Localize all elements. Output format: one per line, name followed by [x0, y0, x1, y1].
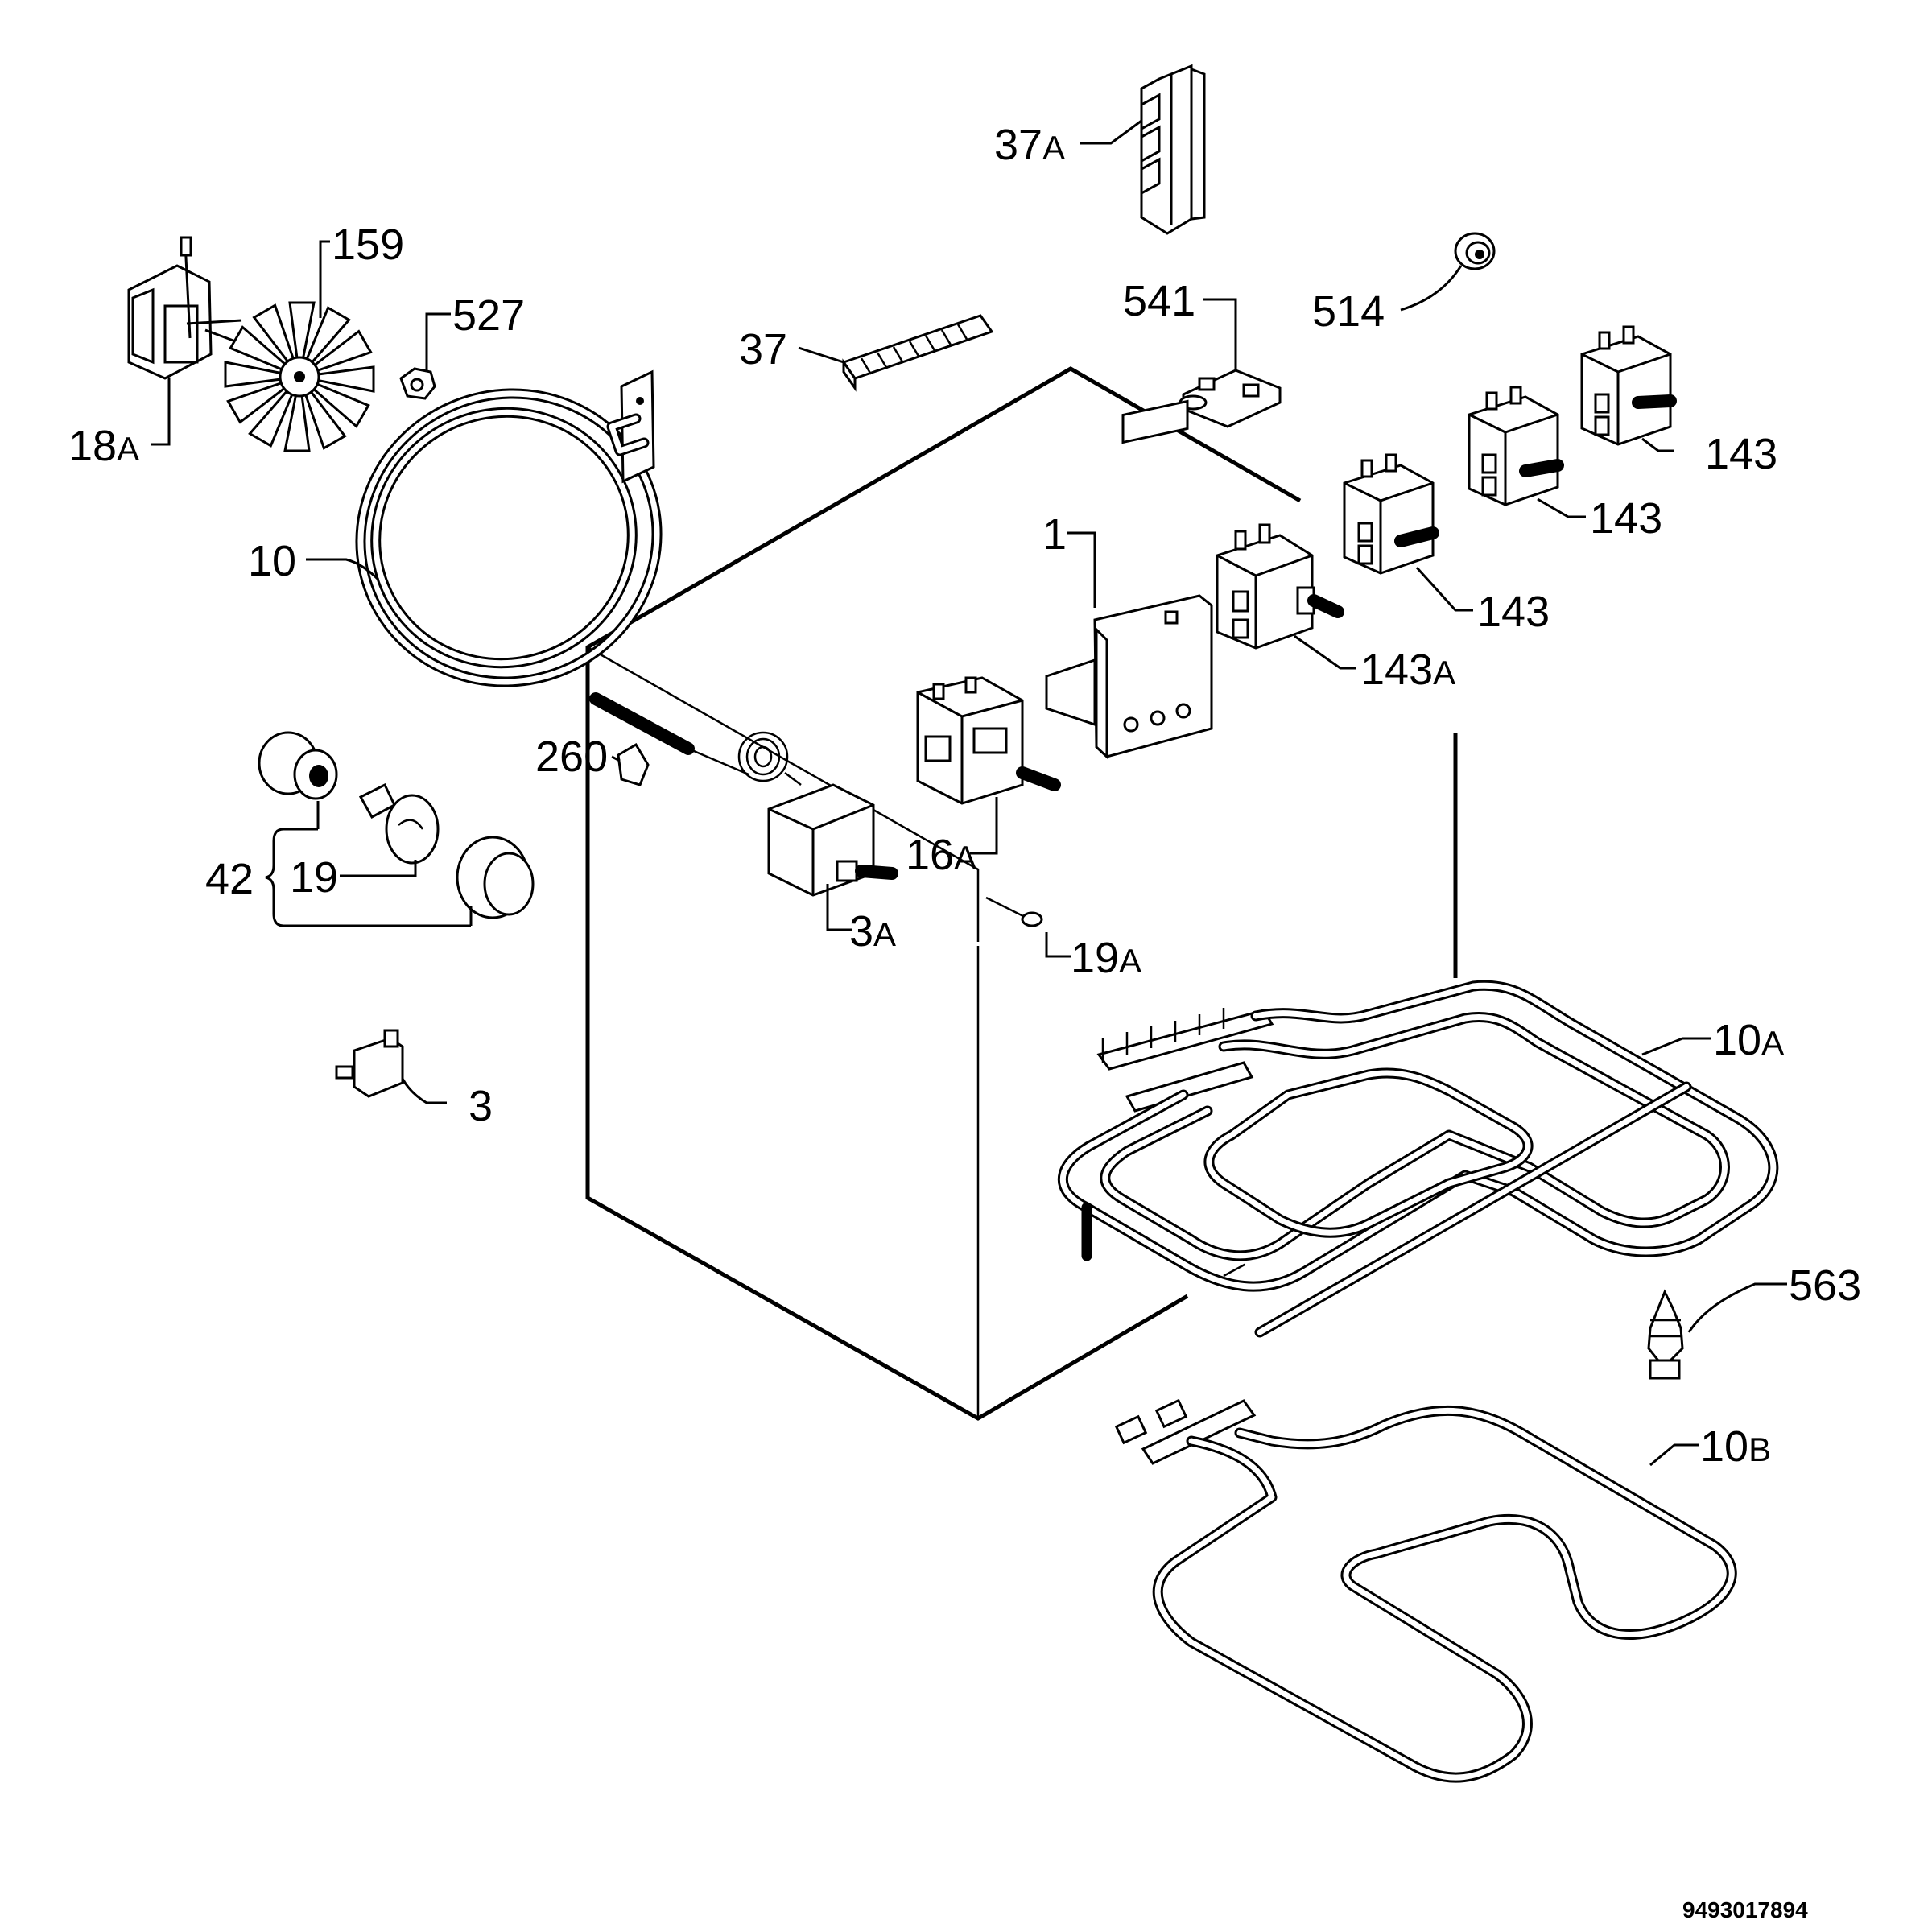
- terminal-strip-37: [841, 314, 994, 392]
- lamp-lens: [456, 836, 535, 919]
- callout-37a: 37A: [994, 121, 1065, 169]
- terminal-block-37a: [1140, 64, 1206, 235]
- callout-159: 159: [332, 221, 404, 269]
- thermal-cutout-3: [335, 1029, 404, 1098]
- callout-42: 42: [205, 855, 254, 903]
- callout-18a: 18A: [68, 422, 139, 470]
- nut-527: [399, 367, 436, 400]
- callout-10b: 10B: [1700, 1422, 1771, 1471]
- circular-heating-element-10: [355, 369, 663, 687]
- fan-blade-159: [224, 301, 375, 452]
- function-switch-16a: [916, 676, 1061, 805]
- selector-switch-143-low: [1343, 453, 1439, 575]
- timer-clock-1: [1045, 399, 1213, 760]
- thermal-fuse-541: [1179, 369, 1282, 428]
- sensor-19a: [985, 896, 1043, 927]
- callout-10: 10: [248, 537, 296, 585]
- callout-37: 37: [739, 325, 787, 374]
- callout-260: 260: [535, 733, 608, 781]
- selector-switch-143a: [1216, 523, 1344, 650]
- selector-switch-143-mid: [1468, 386, 1564, 506]
- lamp-holder: [258, 731, 338, 800]
- callout-143-low: 143: [1477, 588, 1550, 636]
- brace-42: [265, 828, 284, 927]
- callout-19: 19: [290, 853, 338, 902]
- leader-lines: [151, 119, 1787, 1467]
- grill-element-10a: [1057, 980, 1779, 1338]
- bulb-19: [358, 782, 440, 865]
- thermostat-3a: [589, 692, 898, 897]
- callout-143a: 143A: [1360, 646, 1455, 694]
- fixing-stud-563: [1647, 1289, 1684, 1380]
- callout-1: 1: [1042, 510, 1067, 559]
- bottom-element-10b: [1114, 1398, 1737, 1783]
- callout-3: 3: [469, 1082, 493, 1130]
- selector-switch-143-top: [1580, 325, 1677, 446]
- callout-3a: 3A: [849, 907, 896, 956]
- grommet-514: [1454, 232, 1496, 270]
- drawing-number: 9493017894: [1682, 1897, 1808, 1922]
- clip-260: [617, 742, 650, 786]
- callout-16a: 16A: [906, 831, 976, 879]
- fan-motor-18a: [127, 236, 242, 380]
- callout-563: 563: [1789, 1261, 1861, 1310]
- callout-541: 541: [1123, 277, 1195, 325]
- callout-514: 514: [1312, 287, 1385, 336]
- callout-143-mid: 143: [1590, 494, 1662, 543]
- callout-10a: 10A: [1713, 1016, 1784, 1064]
- callout-labels: 37A 541 514 159 527 18A 37 143 143 143 1…: [68, 121, 1861, 1471]
- callout-19a: 19A: [1071, 934, 1141, 982]
- callout-143-top: 143: [1705, 430, 1777, 478]
- callout-527: 527: [452, 291, 525, 340]
